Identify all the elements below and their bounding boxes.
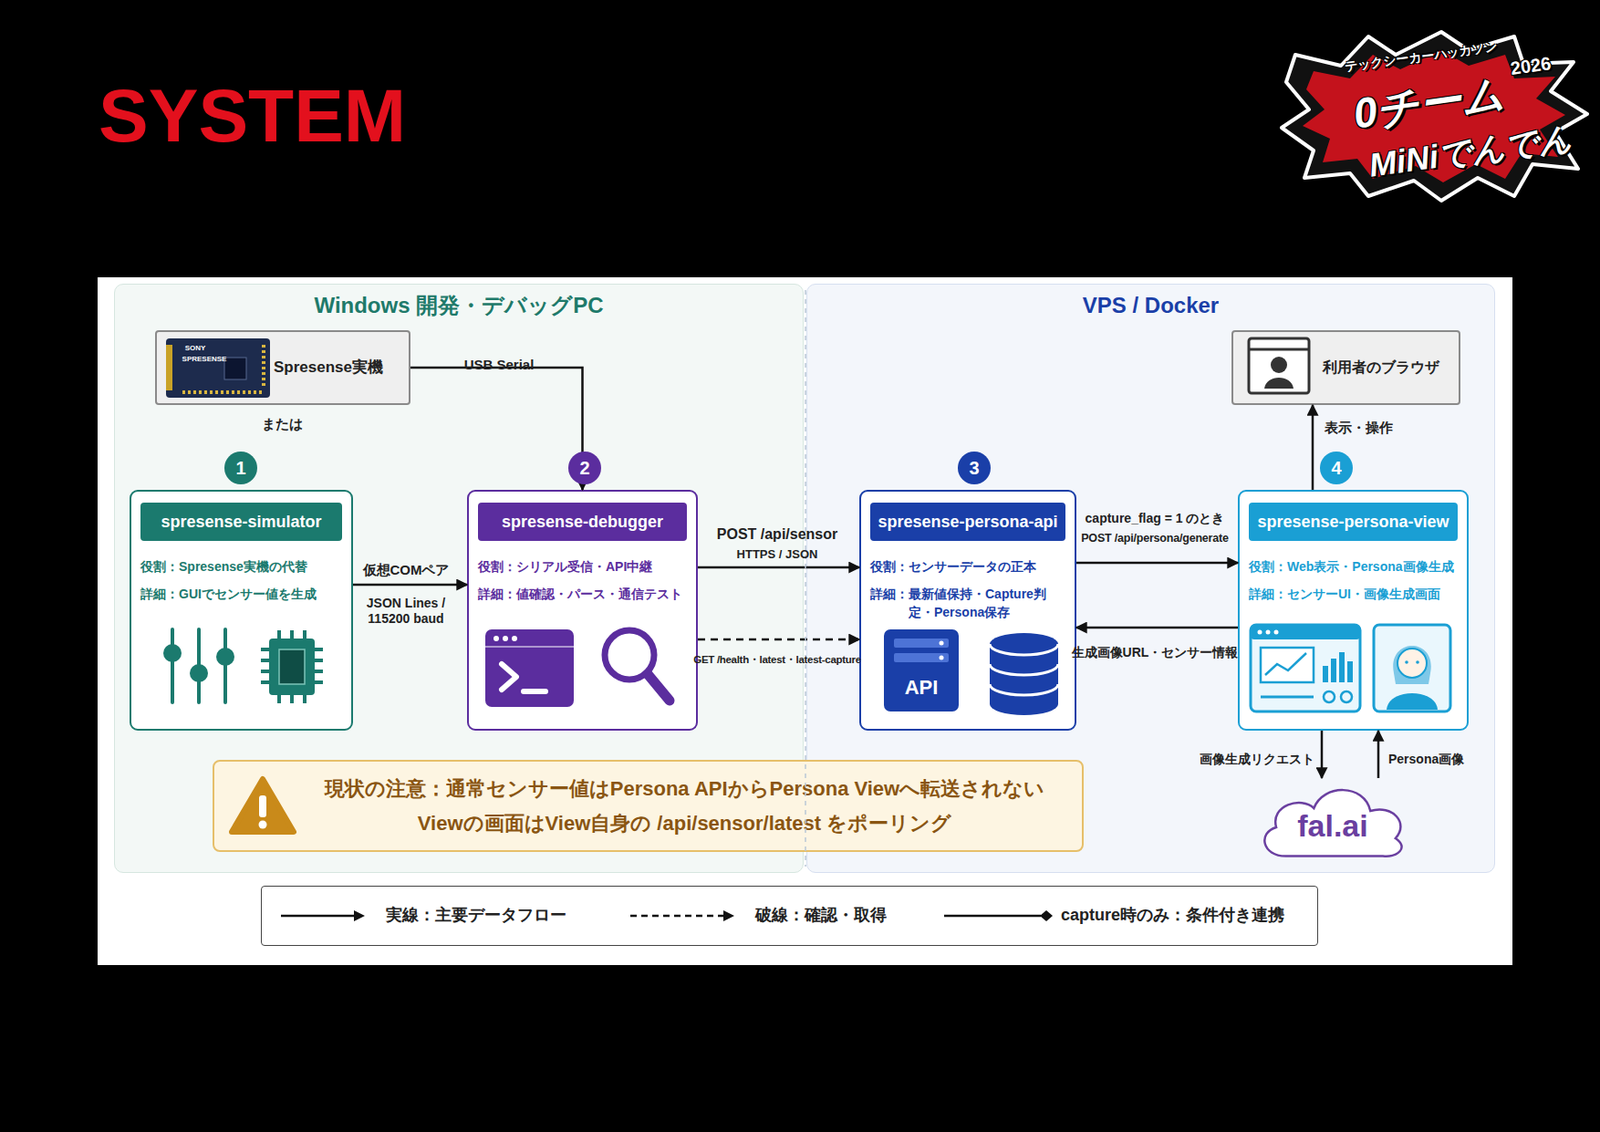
callout-number: 4 — [1319, 451, 1353, 485]
service-card: spresense-simulator 役割：Spresense実機の代替詳細：G… — [129, 489, 354, 731]
role-text: 役割：センサーデータの正本 — [861, 557, 1075, 576]
device-box: 利用者のブラウザ — [1231, 330, 1461, 406]
detail-text: 詳細：値確認・パース・通信テスト — [468, 584, 697, 603]
device-name: Spresense実機 — [273, 357, 409, 378]
role-text: 役割：Web表示・Persona画像生成 — [1239, 557, 1467, 576]
service-card: spresense-persona-view 役割：Web表示・Persona画像… — [1237, 489, 1469, 731]
connector-note: POST /api/persona/generate — [1080, 531, 1229, 546]
callout-number: 3 — [957, 451, 991, 485]
cloud-service: fal.ai — [1254, 778, 1412, 861]
legend-text: 実線：主要データフロー — [385, 905, 567, 926]
device-name: 利用者のブラウザ — [1322, 358, 1459, 378]
legend-text: 破線：確認・取得 — [755, 905, 887, 926]
note-text: 現状の注意：通常センサー値はPersona APIからPersona Viewへ… — [324, 771, 1045, 807]
service-card: spresense-debugger 役割：シリアル受信・API中継詳細：値確認・… — [467, 489, 698, 731]
service-name: spresense-persona-view — [1248, 502, 1458, 541]
connector-note: HTTPS / JSON — [737, 547, 819, 562]
device-box: Spresense実機 — [155, 330, 411, 406]
detail-text: 詳細：センサーUI・画像生成画面 — [1239, 584, 1467, 603]
slide-title: SYSTEM — [98, 78, 406, 154]
connector-label: Persona画像 — [1388, 751, 1465, 768]
service-name: spresense-simulator — [140, 502, 343, 541]
connector-note: JSON Lines / 115200 baud — [360, 595, 452, 627]
callout-number: 1 — [224, 451, 258, 485]
region-heading: Windows 開発・デバッグPC — [114, 291, 803, 320]
connector-label: 生成画像URL・センサー情報 — [1071, 644, 1239, 661]
icon-text: API — [904, 675, 939, 700]
service-name: spresense-debugger — [477, 502, 687, 541]
role-text: 役割：シリアル受信・API中継 — [468, 557, 697, 576]
service-card: spresense-persona-api 役割：センサーデータの正本詳細：最新値… — [859, 489, 1077, 731]
connector-label: 表示・操作 — [1324, 419, 1393, 437]
connector-label: POST /api/sensor — [716, 525, 838, 543]
callout-number: 2 — [568, 451, 602, 485]
legend-text: capture時のみ：条件付き連携 — [1060, 905, 1285, 926]
alternative-note: または — [261, 415, 303, 433]
connector-label: 仮想COMペア — [363, 561, 450, 579]
board-text: SPRESENSE — [182, 354, 228, 364]
note-text: Viewの画面はView自身の /api/sensor/latest をポーリン… — [417, 806, 952, 842]
warning-note: 現状の注意：通常センサー値はPersona APIからPersona Viewへ… — [212, 759, 1084, 852]
cloud-shape — [1264, 789, 1402, 857]
detail-text: 詳細：最新値保持・Capture判定・Persona保存 — [861, 584, 1075, 622]
service-name: spresense-persona-api — [870, 502, 1066, 541]
service-name: fal.ai — [1297, 795, 1368, 844]
detail-text: 詳細：GUIでセンサー値を生成 — [131, 584, 352, 603]
board-text: SONY — [185, 343, 207, 354]
region-heading: VPS / Docker — [807, 291, 1495, 320]
connector-label: GET /health・latest・latest-capture — [693, 654, 861, 667]
connector-label: USB Serial — [464, 356, 535, 374]
connector-label: capture_flag = 1 のとき — [1085, 510, 1226, 527]
connector-label: 画像生成リクエスト — [1199, 751, 1315, 768]
role-text: 役割：Spresense実機の代替 — [131, 557, 352, 576]
